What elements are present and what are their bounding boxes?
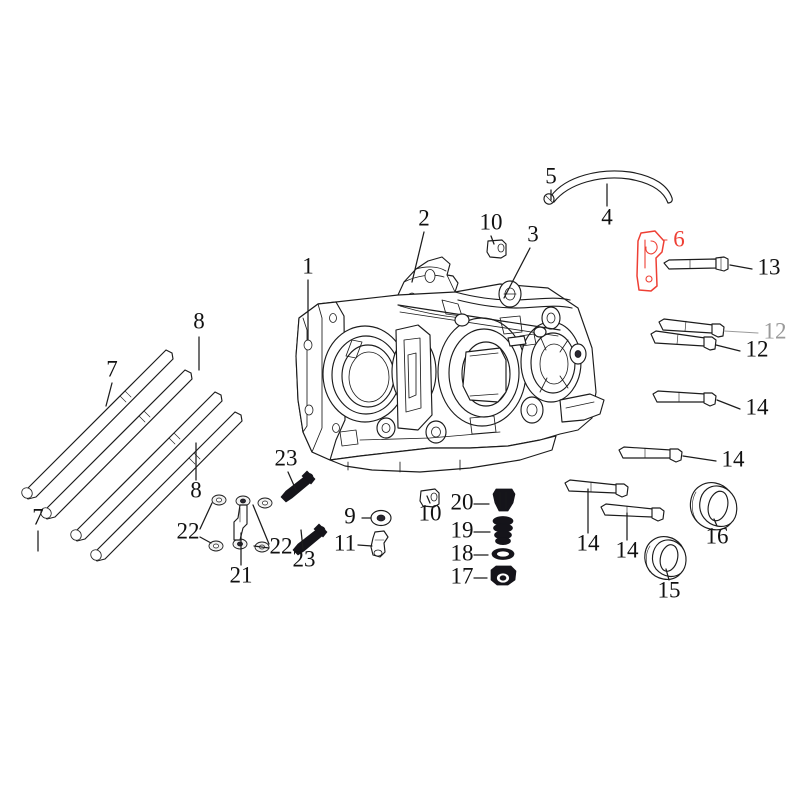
callout-label-13: 13 [758, 254, 781, 279]
part-flange-bolt-12b[interactable] [650, 330, 717, 351]
callout-label-18: 18 [451, 540, 474, 565]
part-breather-hose[interactable] [542, 170, 673, 206]
part-stud-rod-7b[interactable] [69, 391, 223, 542]
leader-lines [37, 183, 759, 581]
callout-label-14a: 14 [746, 394, 770, 419]
part-flange-bolt-14c[interactable] [564, 479, 629, 498]
part-oil-seal-16[interactable] [689, 482, 738, 531]
part-flange-bolt-14d[interactable] [600, 503, 665, 522]
part-hex-flange-bolt-23b[interactable] [292, 523, 328, 556]
part-oil-jet-nozzle-11[interactable] [370, 530, 389, 558]
part-dowel-pin-10-lower[interactable] [419, 488, 440, 508]
callout-label-5: 5 [545, 163, 557, 188]
part-stud-rod-8b[interactable] [89, 411, 243, 562]
callout-label-22a: 22 [177, 518, 200, 543]
part-hex-flange-bolt-23a[interactable] [280, 470, 316, 503]
callout-label-23b: 23 [293, 546, 316, 571]
part-flange-bolt-13[interactable] [663, 256, 729, 272]
part-crankcase-assembly[interactable] [295, 256, 605, 473]
callout-label-12a: 12 [764, 318, 787, 343]
callout-label-21: 21 [230, 562, 253, 587]
callout-label-20: 20 [451, 489, 474, 514]
callout-label-19: 19 [451, 517, 474, 542]
part-flange-bolt-14a[interactable] [652, 390, 717, 407]
callout-label-10a: 10 [480, 209, 503, 234]
part-oil-filter-cap-20[interactable] [492, 488, 516, 512]
part-spring-set-19[interactable] [492, 516, 514, 545]
callout-label-6: 6 [673, 226, 685, 251]
callout-label-15: 15 [658, 577, 681, 602]
callout-label-11: 11 [334, 530, 356, 555]
callout-label-17: 17 [451, 563, 474, 588]
callout-label-23a: 23 [275, 445, 298, 470]
part-flange-bolt-14b[interactable] [618, 446, 683, 463]
callout-label-14c: 14 [577, 530, 601, 555]
callout-label-10b: 10 [419, 500, 442, 525]
callout-label-1: 1 [302, 253, 314, 278]
part-flange-bolt-12a[interactable] [658, 318, 725, 338]
part-dowel-pin-10-upper[interactable] [486, 239, 507, 259]
callout-label-8b: 8 [190, 477, 202, 502]
callout-label-16: 16 [706, 523, 729, 548]
callout-label-2: 2 [418, 205, 430, 230]
part-engine-hanger-bracket-highlighted[interactable] [636, 230, 665, 292]
callout-label-7a: 7 [106, 356, 118, 381]
callout-label-14b: 14 [722, 446, 746, 471]
callout-label-4: 4 [601, 204, 613, 229]
part-washer-collar-9[interactable] [370, 509, 392, 527]
part-drain-bolt-17[interactable] [490, 565, 517, 586]
callout-label-22b: 22 [270, 533, 293, 558]
callout-label-8a: 8 [193, 308, 205, 333]
callout-label-3: 3 [527, 221, 539, 246]
callout-labels: 1 2 3 4 5 6 7 7 8 8 9 10 10 11 12 12 13 … [32, 163, 786, 602]
callout-label-12b: 12 [746, 336, 769, 361]
part-sealing-washer-18[interactable] [491, 548, 515, 560]
callout-label-7b: 7 [32, 504, 44, 529]
callout-label-9: 9 [344, 503, 356, 528]
part-stud-rod-8a[interactable] [39, 369, 193, 520]
part-stud-rod-7a[interactable] [20, 349, 174, 500]
callout-label-14d: 14 [616, 537, 640, 562]
part-oil-seal-15[interactable] [644, 535, 687, 580]
